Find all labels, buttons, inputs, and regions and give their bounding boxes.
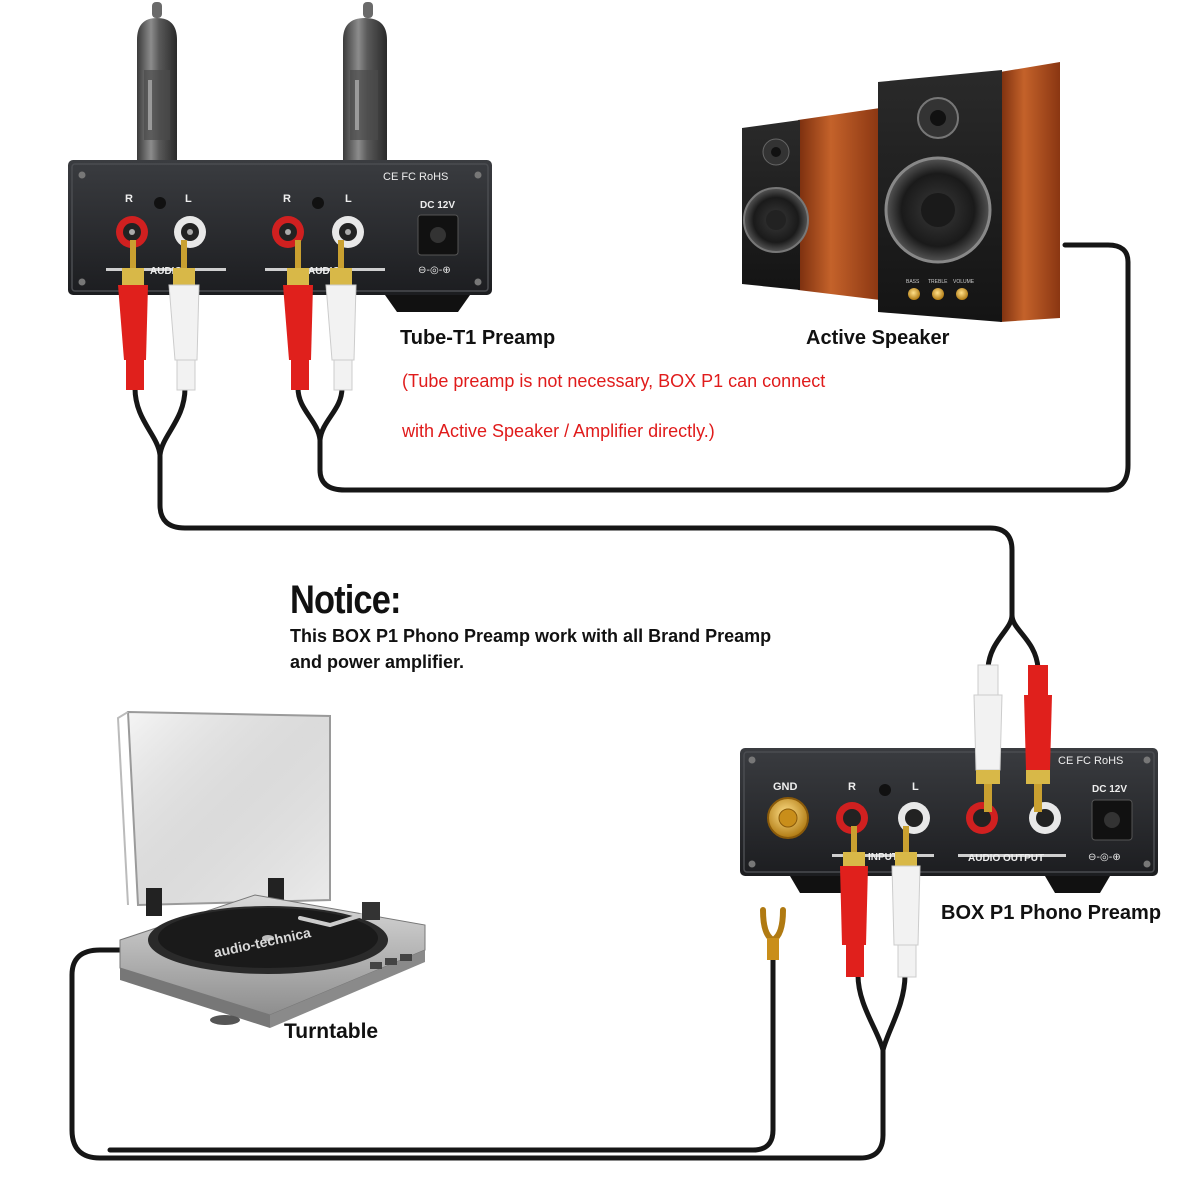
phono-gnd-label: GND <box>773 781 798 793</box>
cables <box>69 242 1131 1161</box>
phono-l-label: L <box>912 781 919 793</box>
rca-plug-white-icon <box>168 240 200 391</box>
phono-preamp: GND R L CE FC RoHS DC 12V INPUT AUDIO OU… <box>740 748 1158 893</box>
tube-l1-label: L <box>185 193 192 205</box>
tube-preamp-caption: Tube-T1 Preamp <box>400 327 556 349</box>
svg-text:⊖-◎-⊕: ⊖-◎-⊕ <box>418 265 451 276</box>
vacuum-tube-icon <box>137 2 177 165</box>
ground-terminal-icon <box>767 797 809 839</box>
ground-spade-icon <box>760 907 786 960</box>
speaker-icon <box>742 108 880 300</box>
vacuum-tube-icon <box>343 2 387 165</box>
rca-plug-white-icon <box>973 664 1003 812</box>
rca-jack-icon <box>174 216 206 248</box>
tube-l2-label: L <box>345 193 352 205</box>
phono-output-label: AUDIO OUTPUT <box>968 853 1044 864</box>
knob-volume-label: VOLUME <box>953 279 975 285</box>
phono-r-label: R <box>848 781 856 793</box>
tube-r1-label: R <box>125 193 133 205</box>
tube-cert-label: CE FC RoHS <box>383 171 448 183</box>
active-speakers: BASS TREBLE VOLUME <box>742 62 1060 322</box>
ground-wire <box>107 952 776 1153</box>
dust-cover <box>126 710 331 907</box>
tube-output-label: AUDIO <box>308 266 340 277</box>
tube-input-label: AUDIO <box>150 266 182 277</box>
rca-plugs-tube-preamp <box>118 240 357 391</box>
knob-bass-label: BASS <box>906 279 920 285</box>
svg-text:⊖-◎-⊕: ⊖-◎-⊕ <box>1088 852 1121 863</box>
rca-jack-icon <box>836 802 868 834</box>
notice-line-2: and power amplifier. <box>290 652 465 672</box>
rca-plug-red-icon <box>1024 665 1052 812</box>
phono-dc-label: DC 12V <box>1092 784 1127 795</box>
phono-cert-label: CE FC RoHS <box>1058 755 1123 767</box>
tube-preamp: R L R L CE FC RoHS DC 12V AUDIO AUDIO ⊖-… <box>68 2 492 312</box>
notice-line-1: This BOX P1 Phono Preamp work with all B… <box>290 626 772 646</box>
rca-jack-icon <box>966 802 998 834</box>
phono-preamp-caption: BOX P1 Phono Preamp <box>941 902 1162 924</box>
note-line-1: (Tube preamp is not necessary, BOX P1 ca… <box>402 371 826 391</box>
speaker-icon: BASS TREBLE VOLUME <box>878 62 1060 322</box>
tube-r2-label: R <box>283 193 291 205</box>
rca-jack-icon <box>332 216 364 248</box>
phono-input-label: INPUT <box>868 852 898 863</box>
active-speaker-caption: Active Speaker <box>806 327 950 349</box>
rca-plugs-phono-output <box>973 664 1052 812</box>
cable-preamp-to-phono <box>132 385 1015 618</box>
rca-plugs-phono-input <box>840 826 921 978</box>
rca-plug-red-icon <box>118 240 148 390</box>
knob-treble-label: TREBLE <box>928 279 948 285</box>
rca-plug-red-icon <box>840 826 868 977</box>
rca-jack-icon <box>1029 802 1061 834</box>
tube-dc-label: DC 12V <box>420 200 455 211</box>
turntable-caption: Turntable <box>284 1020 379 1043</box>
rca-jack-icon <box>116 216 148 248</box>
rca-plug-red-icon <box>283 240 313 390</box>
cable-turntable-to-phono <box>69 947 886 1161</box>
rca-plug-white-icon <box>891 826 921 978</box>
rca-jack-icon <box>898 802 930 834</box>
note-line-2: with Active Speaker / Amplifier directly… <box>402 421 715 441</box>
notice-title: Notice: <box>290 578 401 622</box>
cable-preamp-to-speaker <box>295 242 1131 493</box>
turntable: audio-technica <box>116 710 426 1028</box>
rca-plug-white-icon <box>325 240 357 391</box>
